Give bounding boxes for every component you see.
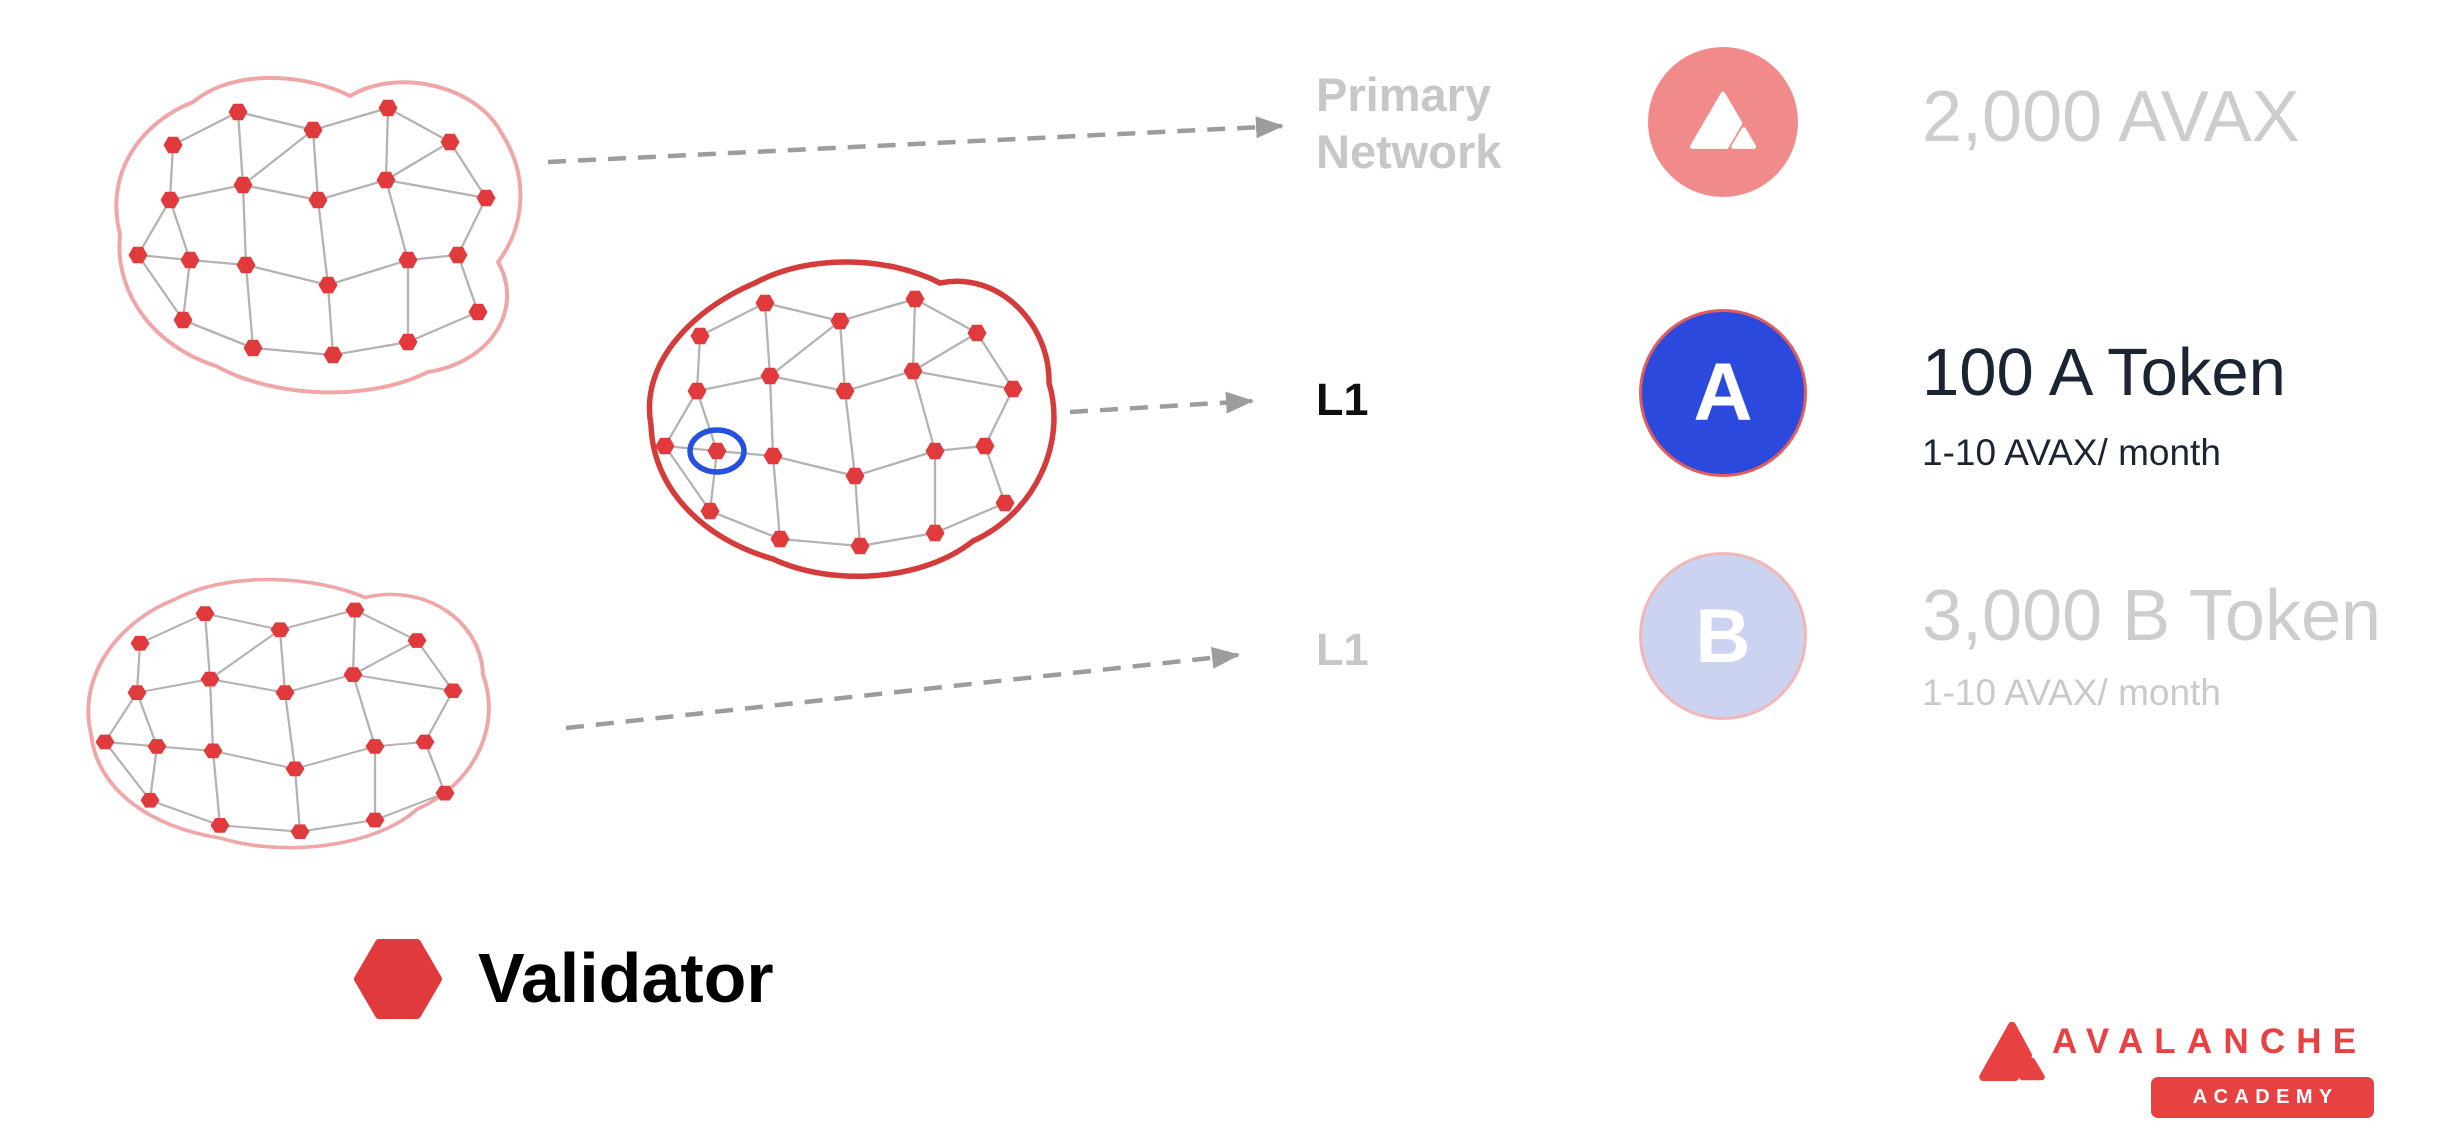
validator-legend-label: Validator (478, 939, 774, 1017)
network-edges (664, 297, 1015, 548)
primary-network-graph (114, 76, 523, 395)
token-b-rate: 1-10 AVAX/ month (1922, 672, 2221, 713)
validator-highlight-ellipse (687, 427, 747, 475)
validator-nodes (95, 602, 463, 840)
avalanche-academy-logo (1979, 1021, 2045, 1081)
l1-network-graph-highlighted (646, 259, 1057, 580)
arrow-to-primary-network-icon (547, 116, 1284, 165)
primary-network-label: Primary Network (1316, 66, 1501, 181)
primary-network-cost: 2,000 AVAX (1922, 77, 2300, 157)
brand-academy-label: ACADEMY (2192, 1086, 2339, 1108)
avalanche-mountain-glyph (1690, 91, 1756, 149)
primary-network-label-line2: Network (1316, 125, 1502, 179)
token-a-rate: 1-10 AVAX/ month (1922, 432, 2221, 473)
arrow-to-l1-faded-icon (565, 646, 1240, 731)
l1-network-graph-secondary (86, 577, 491, 850)
network-blob-outline (646, 259, 1057, 580)
network-edges (104, 609, 455, 833)
brand-academy-badge: ACADEMY (2151, 1077, 2374, 1118)
l1-faded-label: L1 (1316, 624, 1369, 675)
token-b-letter: B (1695, 593, 1751, 679)
validator-hexagon-icon (354, 939, 442, 1019)
brand-name: AVALANCHE (2052, 1022, 2368, 1061)
validator-nodes (128, 99, 496, 364)
token-a-letter: A (1693, 347, 1753, 438)
token-b-cost: 3,000 B Token (1922, 576, 2382, 656)
token-b-badge: B (1639, 552, 1807, 720)
arrow-to-l1-active-icon (1069, 391, 1254, 415)
token-a-badge: A (1639, 309, 1807, 477)
primary-network-label-line1: Primary (1316, 68, 1492, 121)
token-a-cost: 100 A Token (1922, 335, 2286, 410)
validator-nodes (655, 290, 1023, 555)
network-blob-outline (114, 76, 523, 395)
l1-active-label: L1 (1316, 374, 1369, 425)
network-edges (137, 106, 488, 357)
avalanche-logo-icon (1648, 47, 1798, 197)
